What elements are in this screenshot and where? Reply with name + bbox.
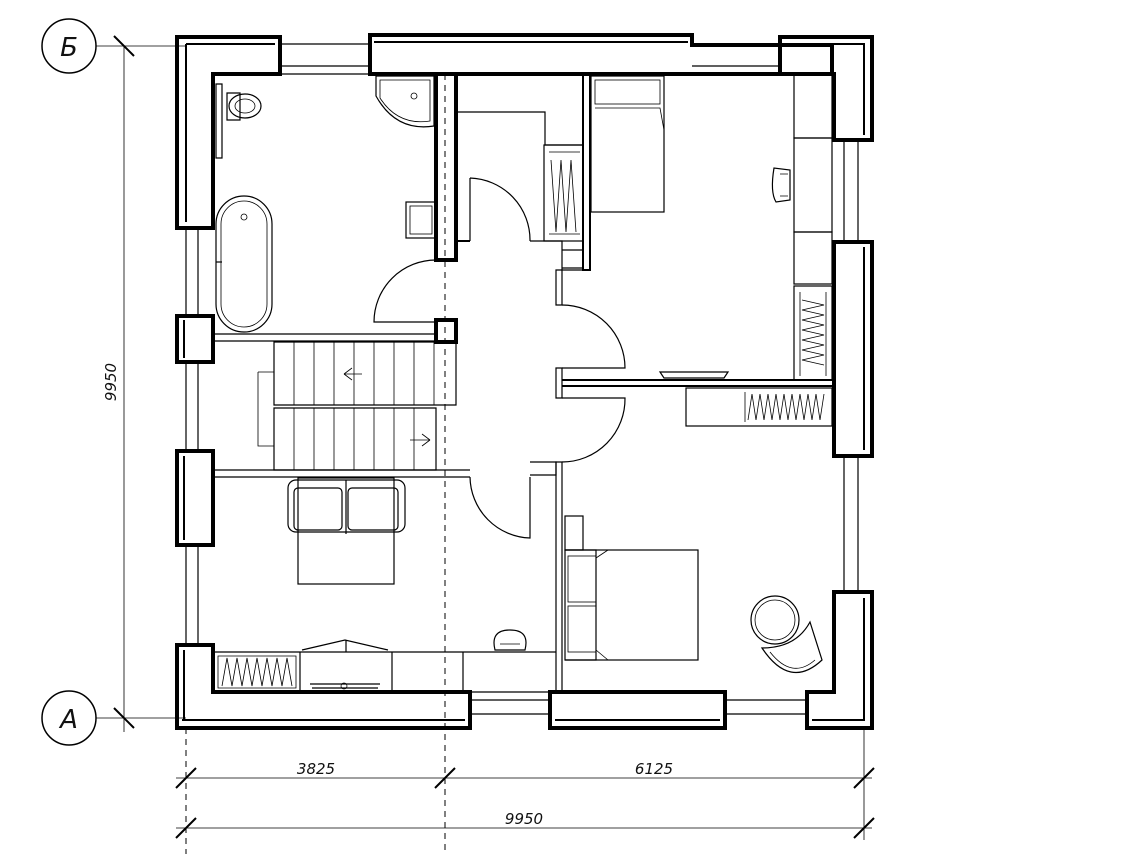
dimension-segment-left: 3825 bbox=[297, 760, 335, 778]
doors bbox=[373, 177, 626, 539]
axis-marker-bottom: А bbox=[41, 690, 97, 746]
dimension-vertical-total: 9950 bbox=[102, 363, 120, 401]
bathroom-fixtures bbox=[215, 75, 437, 333]
interior-walls bbox=[213, 72, 834, 693]
axis-label-bottom: А bbox=[58, 705, 78, 735]
exterior-walls bbox=[175, 33, 874, 730]
bedroom-1-furniture bbox=[543, 73, 833, 381]
staircase bbox=[257, 341, 457, 471]
grid-lines bbox=[96, 35, 875, 854]
axis-label-top: Б bbox=[60, 33, 78, 63]
dimension-segment-right: 6125 bbox=[635, 760, 673, 778]
axis-marker-top: Б bbox=[41, 18, 97, 74]
dimension-horizontal-total: 9950 bbox=[505, 810, 543, 828]
windows bbox=[185, 43, 872, 715]
living-room-furniture bbox=[213, 477, 556, 693]
bedroom-2-furniture bbox=[564, 387, 833, 674]
